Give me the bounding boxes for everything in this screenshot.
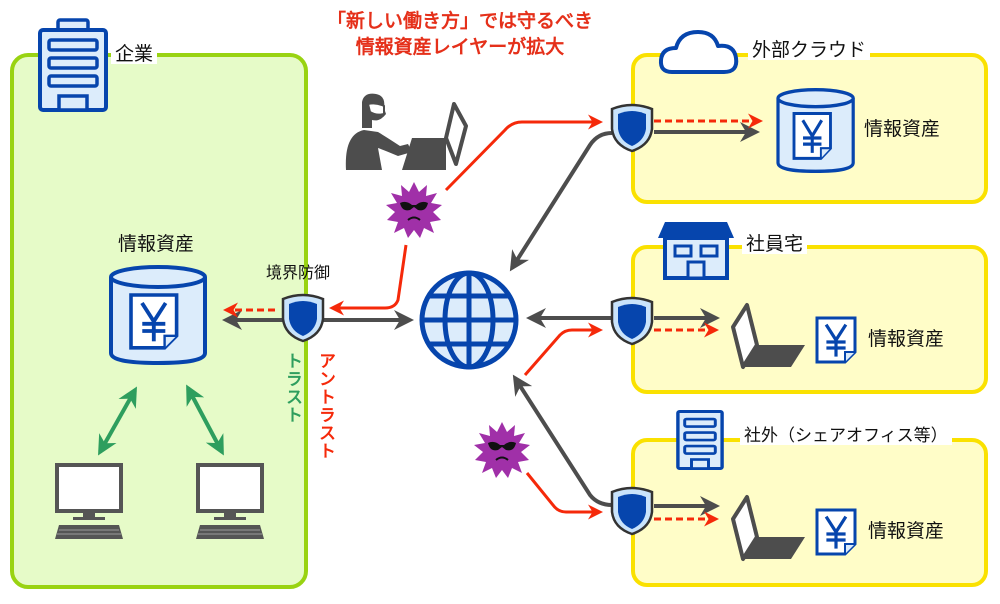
attack-path-cloud [444, 114, 603, 192]
diagram-title: 「新しい働き方」では守るべき 情報資産レイヤーが拡大 [305, 8, 615, 60]
attack-path-offsite [525, 472, 603, 520]
shield-icon [610, 103, 654, 153]
office-building-icon [676, 409, 724, 471]
asset-label-enterprise: 情報資産 [118, 233, 195, 255]
zone-label-enterprise: 企業 [111, 45, 158, 64]
trust-arrow-left [98, 386, 137, 456]
zone-label-cloud: 外部クラウド [748, 41, 871, 60]
hacker-icon [345, 93, 468, 170]
untrust-label: アントラスト [315, 352, 335, 460]
asset-label-offsite: 情報資産 [868, 520, 945, 542]
trust-label: トラスト [282, 352, 302, 424]
office-building-icon [38, 18, 108, 112]
asset-label-home: 情報資産 [868, 328, 945, 350]
title-line-2: 情報資産レイヤーが拡大 [355, 36, 565, 58]
database-icon [778, 90, 853, 172]
malware-icon [385, 181, 443, 239]
house-icon [658, 222, 734, 280]
trust-arrow-right [186, 384, 224, 456]
shield-icon [281, 293, 325, 343]
title-line-1: 「新しい働き方」では守るべき [326, 10, 593, 32]
cloud-icon [658, 30, 739, 74]
globe-icon [419, 270, 519, 370]
asset-label-cloud: 情報資産 [864, 118, 941, 140]
desktop-pc-icon [194, 463, 266, 541]
zone-label-offsite: 社外（シェアオフィス等） [740, 428, 952, 445]
malware-icon [473, 421, 531, 479]
database-icon [111, 267, 205, 363]
desktop-pc-icon [53, 463, 125, 541]
attack-path-perimeter [329, 244, 408, 316]
shield-icon [610, 486, 654, 536]
yen-document-icon [815, 316, 857, 364]
shield-icon [610, 296, 654, 346]
offsite-to-internet-arrow [512, 374, 613, 507]
zone-label-home: 社員宅 [742, 235, 808, 254]
cloud-to-internet-arrow [509, 131, 613, 272]
perimeter-defense-label: 境界防御 [266, 263, 331, 282]
yen-document-icon [815, 508, 857, 556]
attack-path-home [523, 322, 603, 376]
